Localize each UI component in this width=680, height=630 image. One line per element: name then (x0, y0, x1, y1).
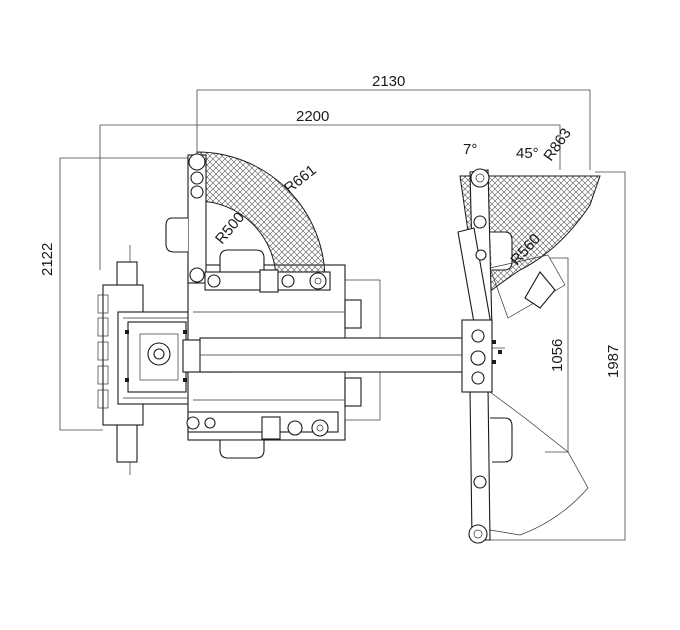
dimension-lines (59, 89, 626, 541)
left-lower-arm (186, 411, 339, 459)
dim-1987-label: 1987 (605, 345, 622, 378)
left-upper-arm (165, 151, 331, 293)
dim-2130-label: 2130 (372, 73, 405, 90)
angle-7-label: 7° (463, 141, 477, 158)
radius-r863-label: R863 (540, 125, 574, 164)
main-beam (199, 337, 469, 373)
radius-r661-label: R661 (281, 162, 320, 197)
right-lower-arm (468, 387, 589, 544)
right-upper-arm (457, 168, 601, 335)
dim-2122-label: 2122 (39, 243, 56, 276)
dim-1056-label: 1056 (549, 339, 566, 372)
angle-45-label: 45° (516, 145, 539, 162)
right-column-head (461, 319, 505, 393)
dim-2200-label: 2200 (296, 108, 329, 125)
